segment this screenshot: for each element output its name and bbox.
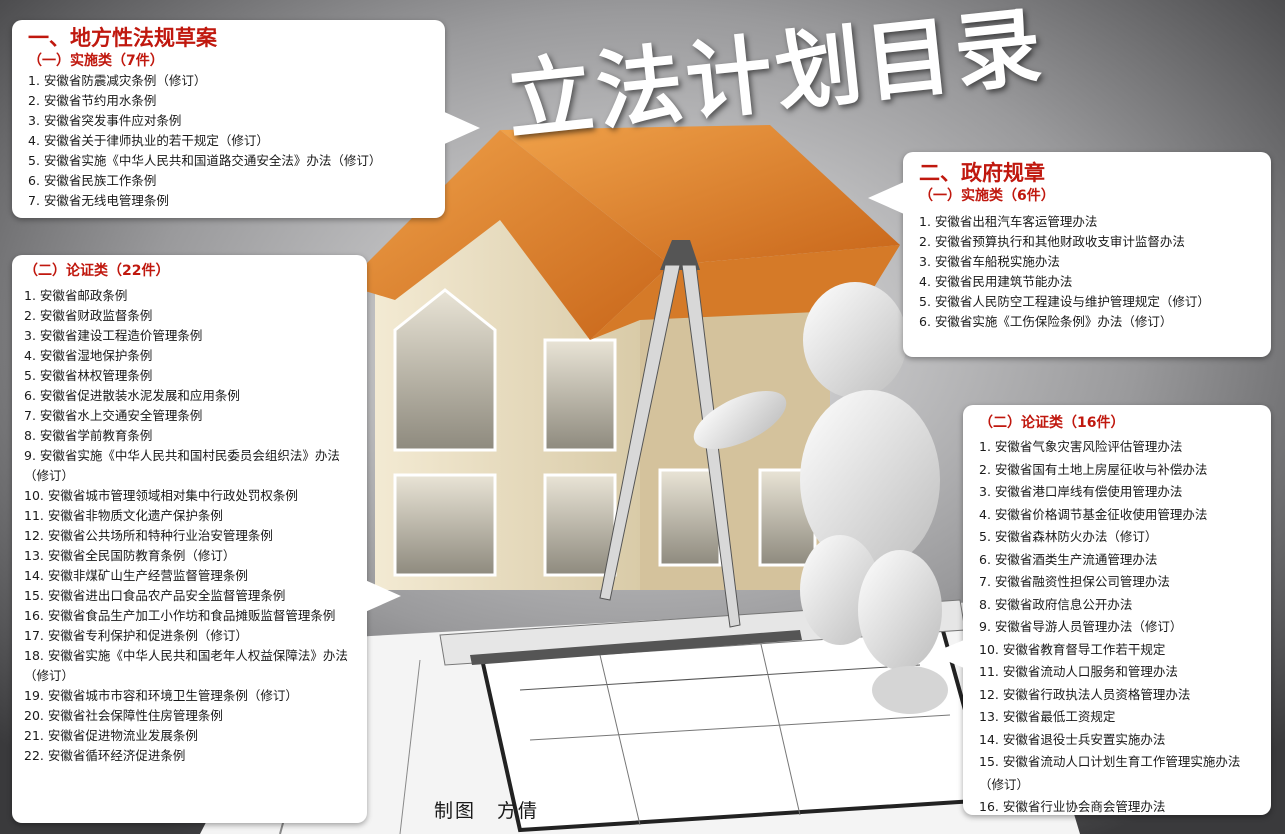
list-item: 12. 安徽省行政执法人员资格管理办法	[979, 686, 1191, 702]
gov-demonstrate-heading: （二）论证类（16件）	[979, 415, 1125, 431]
list-item: 9. 安徽省实施《中华人民共和国村民委员会组织法》办法（修订）	[24, 448, 340, 483]
list-item: 6. 安徽省民族工作条例	[28, 173, 157, 188]
gov-implement-list: 1. 安徽省出租汽车客运管理办法 2. 安徽省预算执行和其他财政收支审计监督办法…	[919, 212, 1261, 332]
list-item: 6. 安徽省促进散装水泥发展和应用条例	[24, 388, 240, 403]
local-implement-heading: （一）实施类（7件）	[28, 53, 164, 69]
list-item: 2. 安徽省国有土地上房屋征收与补偿办法	[979, 461, 1208, 477]
list-item: 6. 安徽省酒类生产流通管理办法	[979, 551, 1158, 567]
list-item: 11. 安徽省非物质文化遗产保护条例	[24, 508, 223, 523]
bubble-tail	[365, 580, 401, 612]
list-item: 4. 安徽省民用建筑节能办法	[919, 274, 1073, 289]
list-item: 1. 安徽省气象灾害风险评估管理办法	[979, 439, 1183, 454]
list-item: 5. 安徽省人民防空工程建设与维护管理规定（修订）	[919, 294, 1210, 309]
credit-text: 制图 方倩	[434, 800, 540, 822]
list-item: 1. 安徽省邮政条例	[24, 288, 128, 303]
section-gov-heading: 二、政府规章	[919, 161, 1045, 185]
list-item: 7. 安徽省融资性担保公司管理办法	[979, 574, 1170, 589]
list-item: 22. 安徽省循环经济促进条例	[24, 748, 186, 763]
list-item: 1. 安徽省防震减灾条例（修订）	[28, 73, 207, 88]
bubble-tail	[930, 640, 964, 668]
list-item: 3. 安徽省港口岸线有偿使用管理办法	[979, 484, 1183, 499]
bubble-tail	[440, 110, 480, 146]
list-item: 13. 安徽省全民国防教育条例（修订）	[24, 548, 236, 563]
list-item: 2. 安徽省节约用水条例	[28, 93, 157, 108]
list-item: 6. 安徽省实施《工伤保险条例》办法（修订）	[919, 314, 1173, 329]
list-item: 18. 安徽省实施《中华人民共和国老年人权益保障法》办法（修订）	[24, 648, 348, 683]
list-item: 11. 安徽省流动人口服务和管理办法	[979, 664, 1178, 679]
local-implement-list: 1. 安徽省防震减灾条例（修订） 2. 安徽省节约用水条例 3. 安徽省突发事件…	[28, 71, 431, 211]
list-item: 16. 安徽省食品生产加工小作坊和食品摊贩监督管理条例	[24, 608, 336, 623]
list-item: 21. 安徽省促进物流业发展条例	[24, 728, 198, 743]
list-item: 20. 安徽省社会保障性住房管理条例	[24, 708, 223, 723]
gov-implement-heading: （一）实施类（6件）	[919, 188, 1055, 204]
local-demonstrate-heading: （二）论证类（22件）	[24, 263, 170, 279]
list-item: 12. 安徽省公共场所和特种行业治安管理条例	[24, 528, 273, 543]
list-item: 17. 安徽省专利保护和促进条例（修订）	[24, 628, 248, 643]
section-local-heading: 一、地方性法规草案	[28, 26, 217, 50]
gov-rules-implement-bubble: 二、政府规章 （一）实施类（6件） 1. 安徽省出租汽车客运管理办法 2. 安徽…	[903, 152, 1271, 357]
list-item: 10. 安徽省城市管理领域相对集中行政处罚权条例	[24, 488, 298, 503]
list-item: 4. 安徽省关于律师执业的若干规定（修订）	[28, 133, 269, 148]
list-item: 3. 安徽省车船税实施办法	[919, 254, 1060, 269]
list-item: 7. 安徽省水上交通安全管理条例	[24, 408, 203, 423]
list-item: 15. 安徽省流动人口计划生育工作管理实施办法（修订）	[979, 754, 1241, 792]
local-regulations-demonstrate-bubble: （二）论证类（22件） 1. 安徽省邮政条例 2. 安徽省财政监督条例 3. 安…	[12, 255, 367, 823]
list-item: 16. 安徽省行业协会商会管理办法	[979, 799, 1166, 814]
list-item: 14. 安徽省退役士兵安置实施办法	[979, 731, 1166, 747]
local-demonstrate-list: 1. 安徽省邮政条例 2. 安徽省财政监督条例 3. 安徽省建设工程造价管理条例…	[24, 286, 357, 766]
gov-rules-demonstrate-bubble: （二）论证类（16件） 1. 安徽省气象灾害风险评估管理办法 2. 安徽省国有土…	[963, 405, 1271, 815]
list-item: 4. 安徽省湿地保护条例	[24, 348, 153, 363]
list-item: 9. 安徽省导游人员管理办法（修订）	[979, 619, 1183, 634]
list-item: 3. 安徽省建设工程造价管理条例	[24, 328, 203, 343]
gov-demonstrate-list: 1. 安徽省气象灾害风险评估管理办法 2. 安徽省国有土地上房屋征收与补偿办法 …	[979, 436, 1263, 819]
list-item: 15. 安徽省进出口食品农产品安全监督管理条例	[24, 588, 286, 603]
list-item: 3. 安徽省突发事件应对条例	[28, 113, 182, 128]
list-item: 2. 安徽省预算执行和其他财政收支审计监督办法	[919, 234, 1185, 249]
list-item: 14. 安徽非煤矿山生产经营监督管理条例	[24, 568, 248, 583]
list-item: 19. 安徽省城市市容和环境卫生管理条例（修订）	[24, 688, 298, 703]
list-item: 7. 安徽省无线电管理条例	[28, 193, 169, 208]
list-item: 1. 安徽省出租汽车客运管理办法	[919, 214, 1098, 229]
list-item: 8. 安徽省学前教育条例	[24, 428, 153, 443]
bubble-tail	[868, 182, 904, 214]
list-item: 10. 安徽省教育督导工作若干规定	[979, 641, 1166, 657]
list-item: 5. 安徽省森林防火办法（修订）	[979, 529, 1158, 544]
list-item: 13. 安徽省最低工资规定	[979, 709, 1116, 724]
list-item: 8. 安徽省政府信息公开办法	[979, 596, 1133, 612]
list-item: 5. 安徽省实施《中华人民共和国道路交通安全法》办法（修订）	[28, 153, 382, 168]
list-item: 5. 安徽省林权管理条例	[24, 368, 153, 383]
list-item: 4. 安徽省价格调节基金征收使用管理办法	[979, 506, 1208, 522]
local-regulations-implement-bubble: 一、地方性法规草案 （一）实施类（7件） 1. 安徽省防震减灾条例（修订） 2.…	[12, 20, 445, 218]
list-item: 2. 安徽省财政监督条例	[24, 308, 153, 323]
